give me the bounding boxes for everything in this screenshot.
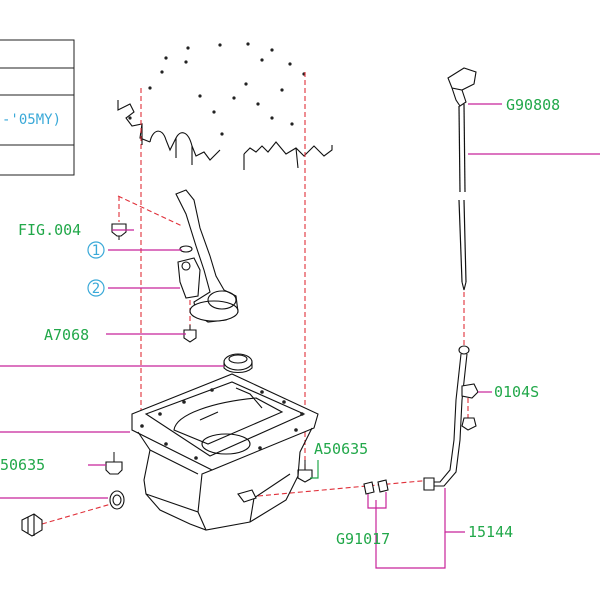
centerlines bbox=[41, 72, 469, 525]
label-a7068: A7068 bbox=[44, 326, 89, 344]
bolt-fig004 bbox=[111, 223, 127, 240]
label-fig004: FIG.004 bbox=[18, 221, 81, 239]
engine-block bbox=[117, 42, 333, 170]
label-a50635-left: 50635 bbox=[0, 456, 45, 474]
oil-level-gauge bbox=[447, 67, 477, 291]
table-row-4: -'05MY) bbox=[2, 112, 61, 128]
label-15144: 15144 bbox=[468, 523, 513, 541]
label-g91017: G91017 bbox=[336, 530, 390, 548]
o-ring bbox=[179, 245, 193, 253]
callout-2-text: 2 bbox=[92, 281, 100, 297]
oil-level-gauge-guide bbox=[423, 345, 479, 491]
label-g90808: G90808 bbox=[506, 96, 560, 114]
callout-1-text: 1 bbox=[92, 243, 100, 259]
drain-plug bbox=[21, 513, 43, 537]
drain-gasket bbox=[109, 490, 125, 510]
bolt-a7068 bbox=[183, 325, 197, 343]
clips-g91017 bbox=[363, 479, 389, 495]
bolt-a50635-right bbox=[297, 460, 313, 483]
label-0104s: 0104S bbox=[494, 383, 539, 401]
baffle-plate-seal bbox=[223, 353, 253, 374]
oil-pan bbox=[131, 373, 319, 531]
bolt-a50635-left bbox=[105, 452, 123, 475]
oil-strainer-assembly bbox=[175, 189, 239, 323]
callout-2: 2 bbox=[87, 279, 105, 297]
spec-table: -'05MY) bbox=[0, 39, 75, 176]
callout-1: 1 bbox=[87, 241, 105, 259]
label-a50635-right: A50635 bbox=[314, 440, 368, 458]
leader-lines bbox=[0, 103, 600, 569]
